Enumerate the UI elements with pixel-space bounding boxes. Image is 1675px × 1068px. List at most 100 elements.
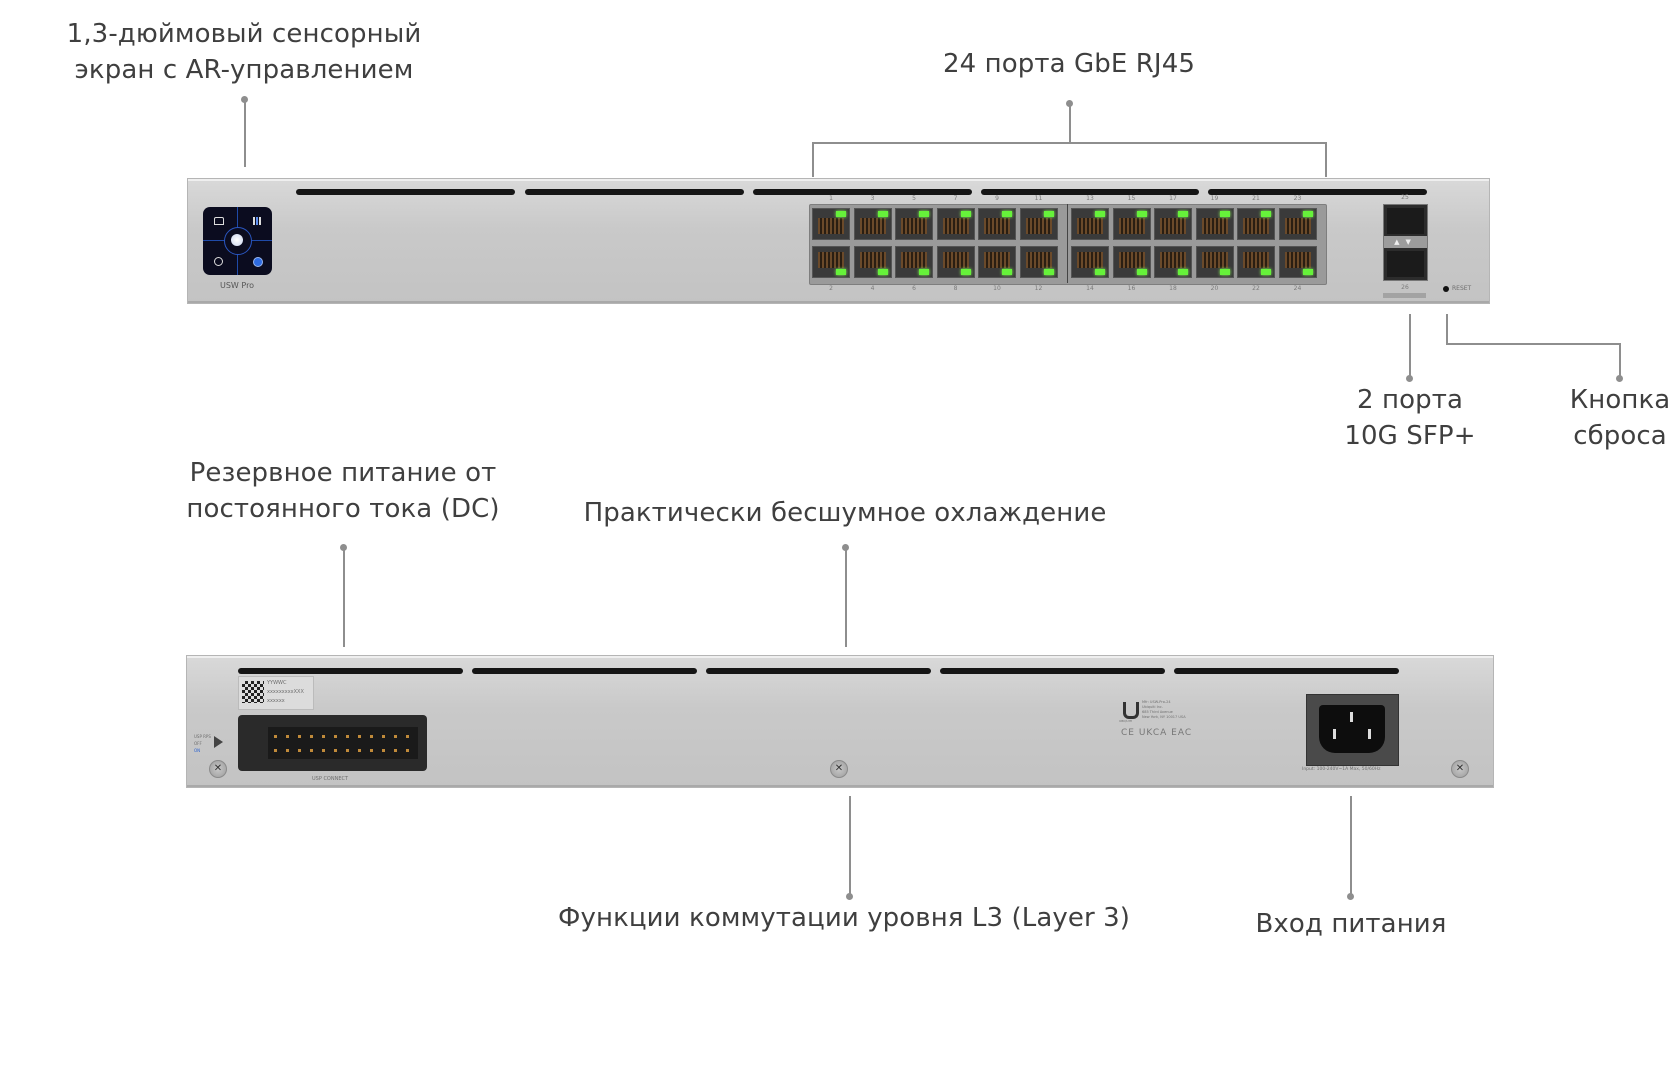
rj45-port-24[interactable] [1278,246,1317,278]
connector-pin [358,735,361,738]
certification-marks: CE UKCA EAC [1121,728,1193,738]
callout-touchscreen-line2: экран с AR-управлением [74,55,414,85]
link-led [1002,269,1012,275]
callout-line [849,796,851,896]
rj45-port-2[interactable] [812,246,850,278]
jack [901,218,927,234]
link-led [1136,269,1147,275]
vent-slot [238,668,463,674]
jack [1160,252,1186,268]
connector-pin [346,749,349,752]
callout-dot [846,893,853,900]
callout-sfp: 2 порта 10G SFP+ [1310,382,1510,454]
callout-l3: Функции коммутации уровня L3 (Layer 3) [558,903,1130,933]
rj45-port-8[interactable] [936,246,975,278]
connector-pin [286,735,289,738]
jack [818,218,844,234]
link-led [1178,269,1188,275]
reset-label: RESET [1452,285,1472,292]
callout-bracket-right-leg [1325,142,1327,177]
rj45-port-17[interactable] [1154,208,1192,240]
info-icon [214,257,223,266]
rps-switch[interactable] [214,736,223,748]
rj45-port-22[interactable] [1237,246,1275,278]
jack [942,218,969,234]
rj45-port-1[interactable] [812,208,850,240]
link-led [1043,269,1054,275]
rj45-port-10[interactable] [978,246,1016,278]
reset-button[interactable] [1443,286,1449,292]
serial-line: xxxxxxxxxXXX [267,689,304,695]
vent-slot [296,189,515,195]
vent-slot [981,189,1199,195]
rj45-port-18[interactable] [1154,246,1192,278]
vent-slot [472,668,697,674]
port-number: 10 [993,285,1001,292]
callout-dot [1347,893,1354,900]
port-number: 6 [912,285,916,292]
link-led [1302,269,1313,275]
rj45-port-16[interactable] [1112,246,1151,278]
link-led [1002,211,1012,217]
callout-line [343,547,345,647]
callout-line [1446,343,1621,345]
maker-caption: UBIQUITI [1119,719,1133,723]
link-led [1261,269,1271,275]
home-button-icon[interactable] [231,234,243,246]
rj45-port-14[interactable] [1071,246,1109,278]
connector-pin [334,735,337,738]
link-led [877,269,888,275]
callout-cooling: Практически бесшумное охлаждение [583,498,1107,528]
rj45-port-20[interactable] [1195,246,1234,278]
jack [859,252,886,268]
port-number: 4 [870,285,875,292]
jack [901,252,927,268]
link-led [836,269,846,275]
vent-slot [753,189,972,195]
rj45-port-5[interactable] [895,208,933,240]
connector-pin [370,735,373,738]
link-led [1178,211,1188,217]
connector-pin [406,735,409,738]
rj45-port-21[interactable] [1237,208,1275,240]
touchscreen[interactable] [203,207,272,275]
rj45-port-7[interactable] [936,208,975,240]
rj45-port-9[interactable] [978,208,1016,240]
maker-line: Ubiquiti Inc. [1142,705,1163,709]
link-led [1043,211,1054,217]
iec-pin [1350,712,1353,722]
port-number: 2 [829,285,833,292]
link-led [836,211,846,217]
rj45-port-3[interactable] [853,208,892,240]
port-number: 8 [953,285,958,292]
usp-connector[interactable] [238,715,427,771]
rj45-port-13[interactable] [1071,208,1109,240]
iec-pin [1368,729,1371,739]
rj45-port-11[interactable] [1019,208,1058,240]
port-number: 22 [1252,285,1260,292]
rj45-port-19[interactable] [1195,208,1234,240]
link-led [1095,269,1105,275]
link-led [919,269,929,275]
connector-pin [322,749,325,752]
connector-pins [268,727,418,759]
jack [1284,218,1311,234]
power-inlet[interactable] [1306,694,1399,766]
rj45-port-6[interactable] [895,246,933,278]
link-led [960,211,971,217]
port-number: 3 [870,195,875,202]
vent-slot [940,668,1165,674]
rj45-port-15[interactable] [1112,208,1151,240]
sfp-port-number: 25 [1401,194,1409,201]
jack [1118,252,1145,268]
jack [984,252,1010,268]
rj45-port-4[interactable] [853,246,892,278]
rj45-port-12[interactable] [1019,246,1058,278]
sfp-port-26[interactable] [1387,251,1424,277]
sfp-port-25[interactable] [1387,208,1424,234]
rj45-port-23[interactable] [1278,208,1317,240]
connector-pin [310,735,313,738]
port-number: 19 [1210,195,1219,202]
connector-pin [370,749,373,752]
screw-icon: ✕ [830,760,848,778]
